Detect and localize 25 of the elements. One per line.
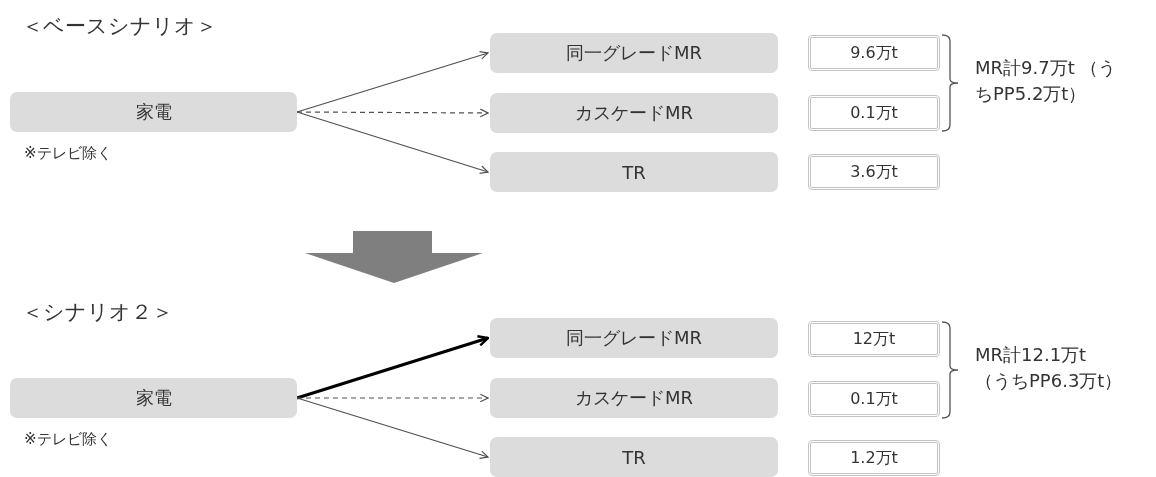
- amount-box: 0.1万t: [808, 381, 940, 417]
- amount-box: 0.1万t: [808, 95, 940, 131]
- arrow: [296, 335, 490, 400]
- recycling-type-box: TR: [490, 152, 778, 192]
- recycling-type-box: カスケードMR: [490, 378, 778, 418]
- amount-box: 1.2万t: [808, 440, 940, 476]
- total-note: MR計12.1万t （うちPP6.3万t）: [975, 343, 1124, 393]
- total-note: MR計9.7万t （うちPP5.2万t）: [975, 56, 1118, 106]
- category-box: 家電: [10, 92, 297, 132]
- category-box: 家電: [10, 378, 297, 418]
- arrow: [296, 393, 489, 403]
- note-text: ※テレビ除く: [24, 144, 112, 163]
- amount-box: 12万t: [808, 321, 940, 357]
- scenario-heading: ＜ベースシナリオ＞: [22, 13, 217, 40]
- arrow: [296, 397, 489, 459]
- arrow: [296, 108, 489, 118]
- recycling-type-box: カスケードMR: [490, 93, 778, 133]
- recycling-type-box: 同一グレードMR: [490, 33, 778, 73]
- arrow: [296, 111, 489, 174]
- recycling-type-box: 同一グレードMR: [490, 318, 778, 358]
- amount-box: 3.6万t: [808, 154, 940, 190]
- scenario-heading: ＜シナリオ２＞: [22, 299, 173, 326]
- note-text: ※テレビ除く: [24, 430, 112, 449]
- amount-box: 9.6万t: [808, 35, 940, 71]
- recycling-type-box: TR: [490, 437, 778, 477]
